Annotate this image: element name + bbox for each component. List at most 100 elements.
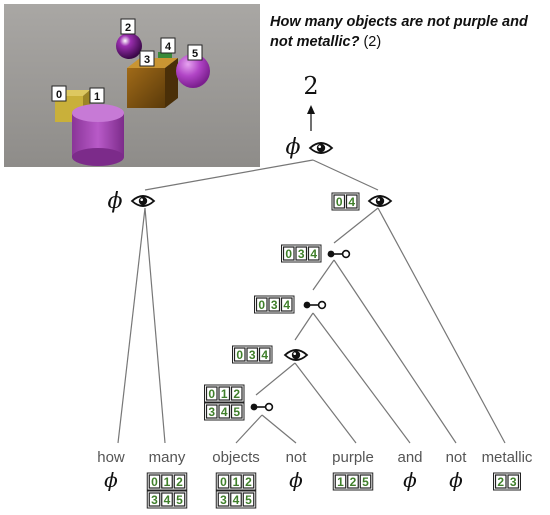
tree-edge [117, 207, 146, 444]
index-value: 0 [336, 195, 343, 209]
index-value: 0 [258, 298, 265, 312]
index-value: 0 [236, 348, 243, 362]
index-value: 0 [151, 475, 158, 489]
svg-text:5: 5 [192, 48, 198, 60]
leaf-not: not ϕ [446, 449, 468, 492]
index-value: 5 [176, 493, 183, 507]
leaf-phi-symbol: ϕ [449, 468, 463, 492]
question-text: How many objects are not purple and not … [270, 14, 528, 50]
svg-text:3: 3 [144, 54, 150, 66]
leaf-word: how [97, 449, 125, 466]
answer-arrow-head [307, 105, 315, 114]
svg-text:1: 1 [94, 91, 100, 103]
index-value: 1 [233, 475, 240, 489]
leaf-word: and [397, 449, 422, 466]
svg-text:4: 4 [165, 41, 172, 53]
leaf-word: not [446, 449, 468, 466]
svg-text:0: 0 [56, 89, 62, 101]
index-value: 0 [220, 475, 227, 489]
index-value: 2 [350, 475, 357, 489]
scene-label-2: 2 [120, 18, 136, 35]
index-value: 2 [497, 475, 504, 489]
root-phi-symbol: ϕ [286, 135, 301, 160]
index-value: 5 [362, 475, 369, 489]
not2-not-icon [303, 300, 327, 310]
scene-label-4: 4 [160, 37, 176, 54]
index-value: 1 [221, 387, 228, 401]
tree-edge [294, 312, 314, 341]
index-value: 0 [208, 387, 215, 401]
tree-edge [144, 207, 166, 444]
index-value: 1 [337, 475, 344, 489]
tree-edge [255, 362, 296, 396]
index-value: 5 [245, 493, 252, 507]
leaf-word: many [149, 449, 186, 466]
index-value: 4 [283, 298, 290, 312]
leaf-word: metallic [482, 449, 533, 466]
tree-edge [333, 259, 457, 444]
right-eye-icon [367, 195, 393, 207]
index-value: 4 [348, 195, 355, 209]
svg-text:2: 2 [125, 22, 131, 34]
tree-edge [312, 159, 379, 191]
root-eye-icon [308, 142, 334, 154]
left-phi-symbol: ϕ [108, 189, 123, 214]
index-value: 4 [164, 493, 171, 507]
scene-label-5: 5 [187, 44, 203, 61]
index-value: 3 [220, 493, 227, 507]
left-eye-icon [130, 195, 156, 207]
tree-edge [333, 207, 379, 244]
index-value: 4 [221, 405, 228, 419]
tree-edge [144, 159, 314, 191]
metal-sphere-object [116, 33, 142, 59]
scene-label-1: 1 [89, 87, 105, 104]
index-value: 2 [245, 475, 252, 489]
tree-edge [377, 207, 506, 444]
scene-index-labels: 0 1 2 3 4 5 [51, 18, 203, 104]
index-value: 5 [233, 405, 240, 419]
leaf-and: and ϕ [397, 449, 422, 492]
purple-sphere-object [176, 54, 210, 88]
scene-label-3: 3 [139, 50, 155, 67]
question-block: How many objects are not purple and not … [270, 12, 540, 52]
tree-edge [294, 362, 357, 444]
tree-edges [117, 159, 506, 444]
index-value: 3 [249, 348, 256, 362]
index-value: 2 [176, 475, 183, 489]
index-value: 2 [233, 387, 240, 401]
index-value: 3 [151, 493, 158, 507]
mid-eye-icon [283, 349, 309, 361]
purple-cylinder-object [72, 104, 124, 166]
answer-value: 2 [303, 72, 318, 100]
scene-label-0: 0 [51, 85, 67, 102]
not1-not-icon [327, 249, 351, 259]
index-value: 4 [261, 348, 268, 362]
tree-edge [312, 312, 411, 444]
leaf-word: objects [212, 449, 260, 466]
leaf-phi-symbol: ϕ [289, 468, 303, 492]
index-value: 0 [285, 247, 292, 261]
index-value: 3 [510, 475, 517, 489]
leaf-phi-symbol: ϕ [403, 468, 417, 492]
question-answer: (2) [363, 34, 382, 50]
index-value: 3 [208, 405, 215, 419]
tree-edge [235, 414, 263, 444]
tree-edge [312, 259, 335, 291]
index-value: 3 [298, 247, 305, 261]
